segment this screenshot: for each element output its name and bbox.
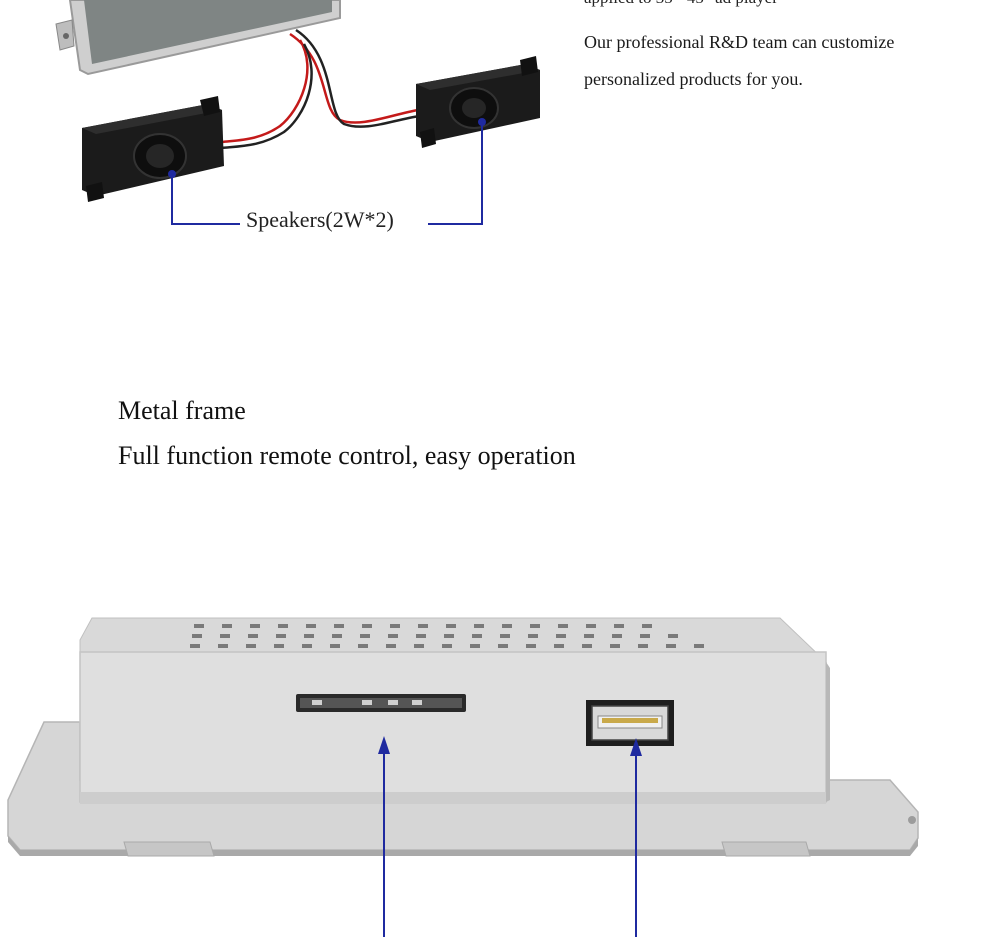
sd-card-slot [296,694,466,712]
metal-frame-image [7,617,919,857]
speakers-label: Speakers(2W*2) [244,207,396,233]
feature-metal-frame: Metal frame [118,396,246,425]
speaker-left-image [82,96,224,202]
speaker-callout-lines [171,124,483,225]
feature-remote-control: Full function remote control, easy opera… [118,441,576,470]
rd-team-line-1: Our professional R&D team can customize [584,32,895,52]
clipped-description-line: applied to 35 - 45" ad player [584,0,778,8]
speaker-cables [221,28,421,150]
speaker-right-image [416,56,540,148]
lcd-panel-image [55,0,341,76]
port-callout-arrows [378,736,642,937]
rd-team-line-2: personalized products for you. [584,69,803,89]
vent-holes [190,624,704,648]
usb-port [586,700,674,746]
